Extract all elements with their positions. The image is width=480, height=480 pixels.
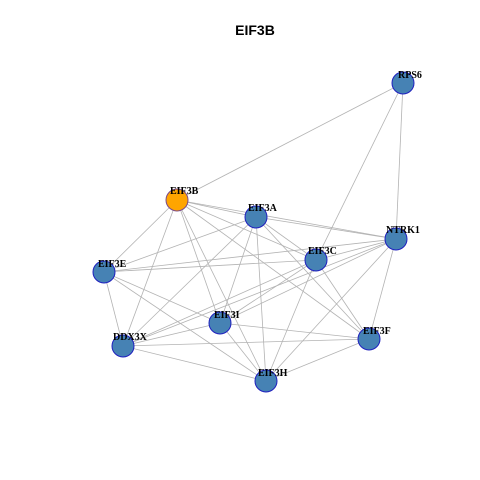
node-eif3a xyxy=(244,205,268,229)
node-eif3f xyxy=(357,327,381,351)
node-eif3i xyxy=(208,311,232,335)
node-rps6 xyxy=(391,71,415,95)
edge-eif3f-ddx3x xyxy=(122,338,370,347)
edge-ntrk1-eif3i xyxy=(219,238,397,324)
node-eif3c xyxy=(304,248,328,272)
node-label-eif3b: EIF3B xyxy=(170,186,199,197)
edge-eif3a-ntrk1 xyxy=(255,216,397,240)
edge-eif3i-ddx3x xyxy=(122,322,221,347)
edge-ntrk1-eif3c xyxy=(315,238,397,261)
edge-eif3b-eif3f xyxy=(176,199,370,340)
edge-eif3b-eif3h xyxy=(176,199,267,382)
edge-eif3e-ddx3x xyxy=(103,271,124,347)
edge-eif3e-eif3i xyxy=(103,271,221,324)
node-ntrk1 xyxy=(384,227,408,251)
edge-rps6-eif3b xyxy=(176,82,404,201)
edge-eif3b-eif3e xyxy=(103,199,178,273)
edge-eif3a-eif3c xyxy=(255,216,317,261)
node-label-rps6: RPS6 xyxy=(398,70,422,81)
edge-eif3a-eif3e xyxy=(103,216,257,273)
node-label-eif3a: EIF3A xyxy=(248,203,278,214)
node-label-eif3i: EIF3I xyxy=(214,310,240,321)
edge-ntrk1-ddx3x xyxy=(122,238,397,347)
edge-eif3a-ddx3x xyxy=(122,216,257,347)
edge-eif3b-eif3a xyxy=(176,199,257,218)
node-label-ddx3x: DDX3X xyxy=(113,332,148,343)
edge-eif3f-eif3h xyxy=(265,338,370,382)
node-label-eif3c: EIF3C xyxy=(308,246,337,257)
edge-eif3c-ddx3x xyxy=(122,259,317,347)
edge-eif3c-eif3f xyxy=(315,259,370,340)
edge-ddx3x-eif3h xyxy=(122,345,267,382)
edge-eif3b-ddx3x xyxy=(122,199,178,347)
node-ddx3x xyxy=(111,334,135,358)
edges-layer xyxy=(103,82,404,382)
edge-eif3a-eif3h xyxy=(255,216,267,382)
nodes-layer xyxy=(92,71,415,393)
edge-ntrk1-eif3e xyxy=(103,238,397,273)
edge-rps6-eif3c xyxy=(315,82,404,261)
node-eif3e xyxy=(92,260,116,284)
edge-eif3c-eif3e xyxy=(103,259,317,273)
edge-eif3e-eif3h xyxy=(103,271,267,382)
node-label-eif3h: EIF3H xyxy=(258,368,288,379)
edge-ntrk1-eif3f xyxy=(368,238,397,340)
edge-eif3c-eif3i xyxy=(219,259,317,324)
edge-eif3a-eif3i xyxy=(219,216,257,324)
graph-title: EIF3B xyxy=(235,22,275,38)
edge-eif3a-eif3f xyxy=(255,216,370,340)
edge-eif3i-eif3f xyxy=(219,322,370,340)
edge-rps6-ntrk1 xyxy=(395,82,404,240)
node-eif3h xyxy=(254,369,278,393)
node-eif3b xyxy=(165,188,189,212)
node-label-eif3f: EIF3F xyxy=(363,326,391,337)
edge-eif3c-eif3h xyxy=(265,259,317,382)
edge-eif3i-eif3h xyxy=(219,322,267,382)
edge-ntrk1-eif3h xyxy=(265,238,397,382)
edge-eif3b-ntrk1 xyxy=(176,199,397,240)
node-label-ntrk1: NTRK1 xyxy=(386,225,420,236)
node-label-eif3e: EIF3E xyxy=(98,259,127,270)
edge-eif3b-eif3c xyxy=(176,199,317,261)
